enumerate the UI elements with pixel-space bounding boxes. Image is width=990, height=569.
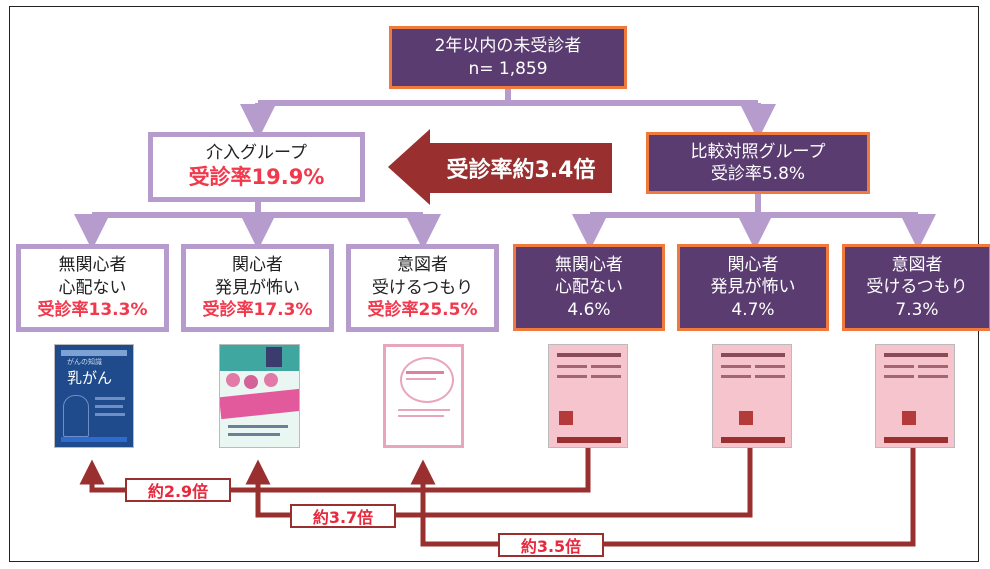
booklet-intending-image (383, 344, 464, 448)
subgroup-label: 無関心者 (58, 255, 127, 276)
intervention-subgroup-intending: 意図者 受けるつもり 受診率25.5% (346, 244, 499, 332)
subgroup-label: 関心者 (727, 254, 779, 275)
subgroup-label: 意図者 (397, 255, 448, 276)
control-subgroup-intending: 意図者 受けるつもり 7.3% (842, 244, 990, 331)
intervention-rate: 受診率19.9% (188, 165, 325, 190)
booklet-uninterested-image: がんの知識 乳がん (54, 344, 134, 448)
subgroup-rate: 4.6% (567, 299, 611, 320)
leaflet-intending-image (875, 344, 955, 448)
control-rate: 受診率5.8% (710, 164, 806, 184)
subgroup-label: 無関心者 (555, 254, 623, 275)
subgroup-label: 関心者 (232, 255, 283, 276)
ratio-label-interested: 約3.7倍 (290, 504, 396, 528)
subgroup-rate: 受診率13.3% (37, 300, 148, 321)
comparison-arrow-label: 受診率約3.4倍 (446, 158, 596, 183)
subgroup-sublabel: 発見が怖い (215, 277, 300, 298)
control-title: 比較対照グループ (690, 141, 826, 162)
total-population-node: 2年以内の未受診者 n= 1,859 (389, 26, 627, 89)
control-subgroup-interested: 関心者 発見が怖い 4.7% (677, 244, 829, 331)
subgroup-rate: 受診率17.3% (202, 300, 313, 321)
subgroup-sublabel: 心配ない (58, 277, 127, 298)
ratio-label-uninterested: 約2.9倍 (125, 478, 231, 502)
leaflet-interested-image (712, 344, 792, 448)
comparison-arrow-shape (388, 129, 612, 205)
subgroup-rate: 7.3% (895, 299, 939, 320)
subgroup-sublabel: 心配ない (555, 277, 623, 298)
intervention-subgroup-interested: 関心者 発見が怖い 受診率17.3% (181, 244, 334, 332)
subgroup-sublabel: 発見が怖い (710, 277, 796, 298)
booklet-interested-image (219, 344, 300, 448)
subgroup-label: 意図者 (891, 254, 943, 275)
subgroup-sublabel: 受けるつもり (866, 277, 968, 298)
intervention-title: 介入グループ (206, 142, 307, 163)
ratio-label-intending: 約3.5倍 (498, 533, 604, 557)
total-title: 2年以内の未受診者 (434, 36, 582, 57)
booklet-title: 乳がん (67, 369, 113, 387)
booklet-header: がんの知識 (67, 358, 102, 366)
total-count: n= 1,859 (468, 58, 548, 79)
control-group-node: 比較対照グループ 受診率5.8% (646, 132, 870, 194)
subgroup-sublabel: 受けるつもり (371, 277, 474, 298)
leaflet-uninterested-image (548, 344, 628, 448)
subgroup-rate: 4.7% (731, 299, 775, 320)
control-subgroup-uninterested: 無関心者 心配ない 4.6% (513, 244, 665, 331)
subgroup-rate: 受診率25.5% (367, 300, 478, 321)
intervention-group-node: 介入グループ 受診率19.9% (148, 132, 365, 202)
intervention-subgroup-uninterested: 無関心者 心配ない 受診率13.3% (16, 244, 169, 332)
